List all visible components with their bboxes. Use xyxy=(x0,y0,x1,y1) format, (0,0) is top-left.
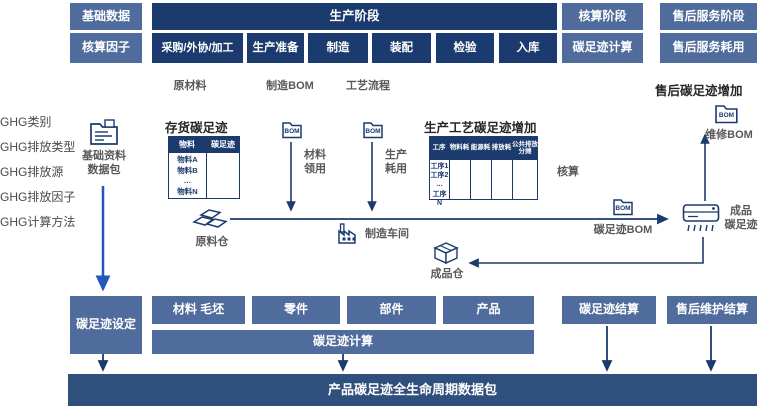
ghg-item-emission-type: GHG排放类型 xyxy=(0,140,76,154)
workshop-label: 制造车间 xyxy=(365,228,409,240)
label-process-route: 工艺流程 xyxy=(346,80,390,92)
aftersales-settlement-box: 售后维护结算 xyxy=(667,296,757,324)
step-inspection: 检验 xyxy=(436,33,494,63)
stage-accounting: 核算阶段 xyxy=(562,3,643,30)
step-assembly: 装配 xyxy=(372,33,431,63)
finished-warehouse-label: 成品仓 xyxy=(430,268,464,280)
inventory-table: 物料 碳足迹 物料A 物料B … 物料N xyxy=(168,136,240,199)
bom-folder-icon: BOM xyxy=(612,195,634,217)
factory-icon xyxy=(338,223,356,244)
accounting-factor: 核算因子 xyxy=(70,33,142,63)
aftersales-consumption: 售后服务耗用 xyxy=(660,33,757,63)
process-footprint-title: 生产工艺碳足迹增加 xyxy=(424,121,537,135)
ghg-item-emission-source: GHG排放源 xyxy=(0,165,64,179)
bom-folder-icon: BOM xyxy=(714,100,739,125)
stage-base-data: 基础数据 xyxy=(70,3,142,30)
process-table: 工序 物料耗 能源耗 排放耗 公共排放分摊 工序1 工序2 … 工序N xyxy=(429,136,538,207)
footprint-settlement-box: 碳足迹结算 xyxy=(562,296,656,324)
accounting-note: 核算 xyxy=(557,166,579,178)
repair-bom-label: 维修BOM xyxy=(705,129,753,141)
footprint-setting-box: 碳足迹设定 xyxy=(70,296,142,354)
inventory-col-footprint: 碳足迹 xyxy=(211,140,235,149)
label-mfg-bom: 制造BOM xyxy=(266,80,314,92)
step-procurement: 采购/外协/加工 xyxy=(152,33,243,63)
ghg-item-calc-method: GHG计算方法 xyxy=(0,215,76,229)
step-manufacturing: 制造 xyxy=(308,33,368,63)
step-production-prep: 生产准备 xyxy=(247,33,304,63)
lifecycle-data-package-bar: 产品碳足迹全生命周期数据包 xyxy=(68,374,757,406)
ghg-item-category: GHG类别 xyxy=(0,115,52,129)
finished-footprint-label: 成品 碳足迹 xyxy=(724,205,758,231)
item-parts: 零件 xyxy=(252,296,340,324)
carbon-footprint-calc-stage: 碳足迹计算 xyxy=(562,33,643,63)
step-warehousing: 入库 xyxy=(499,33,557,63)
item-material-blank: 材料 毛坯 xyxy=(152,296,245,324)
bom-folder-icon: BOM xyxy=(362,118,384,140)
label-raw-material: 原材料 xyxy=(173,80,207,92)
carton-box-icon xyxy=(433,242,459,265)
stage-production: 生产阶段 xyxy=(152,3,557,30)
material-issue-label: 材料 领用 xyxy=(304,149,326,175)
production-use-label: 生产 耗用 xyxy=(385,149,407,175)
item-product: 产品 xyxy=(443,296,534,324)
inventory-rows: 物料A 物料B … 物料N xyxy=(169,153,207,198)
inventory-col-material: 物料 xyxy=(179,140,195,149)
stage-aftersales: 售后服务阶段 xyxy=(660,3,757,30)
inventory-values-column xyxy=(207,153,239,198)
ghg-item-emission-factor: GHG排放因子 xyxy=(0,190,76,204)
folder-document-icon xyxy=(90,119,118,145)
air-conditioner-icon xyxy=(682,204,720,232)
bom-folder-icon: BOM xyxy=(281,118,303,140)
footprint-calc-bar: 碳足迹计算 xyxy=(152,330,534,354)
ingots-icon xyxy=(192,209,228,228)
footprint-bom-label: 碳足迹BOM xyxy=(593,224,653,236)
process-rows: 工序1 工序2 … 工序N xyxy=(430,160,450,207)
raw-warehouse-label: 原料仓 xyxy=(195,236,229,248)
aftersales-footprint-title: 售后碳足迹增加 xyxy=(655,84,743,98)
inventory-footprint-title: 存货碳足迹 xyxy=(165,121,228,135)
base-package-label: 基础资料 数据包 xyxy=(82,150,126,176)
item-components: 部件 xyxy=(347,296,436,324)
